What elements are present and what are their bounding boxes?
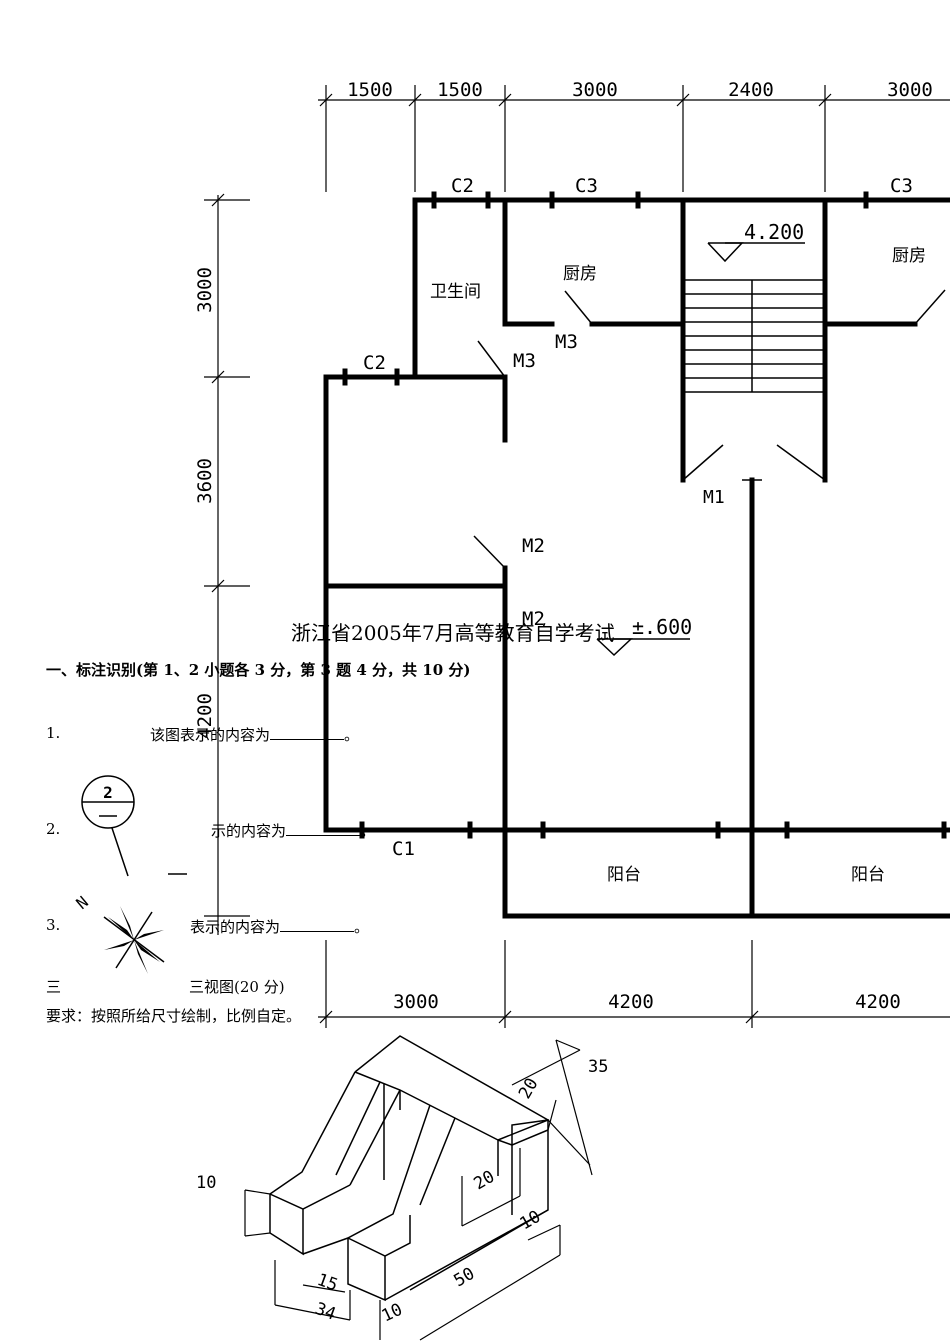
iso-dim-50: 50	[451, 1264, 479, 1292]
question-1-prompt: 该图表示的内容为	[150, 726, 271, 744]
room-label-balcony-left: 阳台	[607, 865, 641, 885]
stairs	[683, 279, 825, 393]
window-label-c3a: C3	[575, 175, 598, 197]
left-dim-1: 3000	[194, 267, 216, 313]
question-3-prompt: 表示的内容为	[190, 918, 281, 936]
iso-dim-20-top: 20	[515, 1075, 543, 1103]
bottom-dimension-chain: 3000 4200 4200	[318, 940, 950, 1028]
question-1-text: 该图表示的内容为 。	[150, 724, 359, 745]
bottom-dim-2: 4200	[608, 991, 654, 1013]
top-dim-1: 1500	[347, 79, 393, 101]
section3-heading-prefix: 三	[46, 978, 62, 996]
door-label-m1: M1	[703, 487, 725, 508]
question-2-answer-blank[interactable]	[286, 821, 361, 836]
top-dim-5: 3000	[887, 79, 933, 101]
question-2-text: 示的内容为 。	[211, 820, 375, 841]
compass-symbol: N	[72, 892, 165, 974]
iso-dim-35: 35	[588, 1057, 608, 1077]
bottom-dim-1: 3000	[393, 991, 439, 1013]
door-swings	[473, 289, 946, 569]
question-3-answer-blank[interactable]	[280, 917, 355, 932]
detail-index-symbol: 2	[81, 775, 187, 877]
compass-north-label: N	[72, 892, 92, 913]
window-label-c3b: C3	[890, 175, 913, 197]
elevation-mid-label: ±.600	[632, 615, 692, 639]
section3-heading-suffix: 三视图(20 分)	[189, 978, 285, 996]
question-1-number: 1.	[46, 724, 61, 742]
elevation-mark-top: 4.200	[707, 220, 805, 263]
window-label-c2a: C2	[451, 175, 474, 197]
iso-dim-20-mid: 20	[471, 1167, 499, 1195]
iso-dim-34: 34	[312, 1299, 338, 1325]
question-3-text: 表示的内容为 。	[190, 916, 369, 937]
left-dim-2: 3600	[194, 458, 216, 504]
question-2-prompt: 示的内容为	[211, 822, 287, 840]
top-dim-4: 2400	[728, 79, 774, 101]
room-label-balcony-right: 阳台	[851, 865, 885, 885]
top-dimension-chain: 1500 1500 3000 2400 3000	[318, 79, 950, 192]
section1-heading: 一、标注识别(第 1、2 小题各 3 分，第 3 题 4 分，共 10 分)	[46, 661, 471, 679]
top-dim-3: 3000	[572, 79, 618, 101]
isometric-block: 35 20 20 10 10 15 34 10 50	[196, 1035, 608, 1341]
bottom-dim-3: 4200	[855, 991, 901, 1013]
left-dimension-chain: 3000 3600 4200	[194, 193, 250, 935]
room-label-kitchen-right: 厨房	[892, 246, 926, 266]
question-2-number: 2.	[46, 820, 61, 838]
room-label-bathroom: 卫生间	[430, 282, 481, 302]
iso-dim-10-right: 10	[517, 1207, 545, 1235]
elevation-top-label: 4.200	[744, 220, 804, 244]
door-label-m2b: M2	[522, 608, 545, 630]
exam-title: 浙江省2005年7月高等教育自学考试	[291, 621, 615, 645]
question-2-end: 。	[360, 822, 376, 840]
question-3-number: 3.	[46, 916, 61, 934]
section3-requirement: 要求：按照所给尺寸绘制，比例自定。	[46, 1007, 302, 1025]
elevation-mark-mid: ±.600	[596, 615, 692, 657]
window-marks	[342, 191, 947, 839]
iso-dim-10-bottom: 10	[379, 1300, 406, 1327]
question-3-end: 。	[354, 918, 370, 936]
top-dim-2: 1500	[437, 79, 483, 101]
window-label-c2b: C2	[363, 352, 386, 374]
door-label-m3b: M3	[513, 350, 536, 372]
left-dim-3: 4200	[194, 693, 216, 739]
detail-index-number: 2	[103, 783, 113, 802]
question-1-end: 。	[344, 726, 360, 744]
room-label-kitchen-left: 厨房	[563, 264, 597, 284]
question-1-answer-blank[interactable]	[270, 725, 345, 740]
door-label-m3a: M3	[555, 331, 578, 353]
iso-dim-15: 15	[314, 1270, 340, 1296]
window-label-c1: C1	[392, 838, 415, 860]
floor-plan-walls	[323, 197, 950, 919]
door-label-m2a: M2	[522, 535, 545, 557]
iso-dim-10-left: 10	[196, 1173, 216, 1193]
